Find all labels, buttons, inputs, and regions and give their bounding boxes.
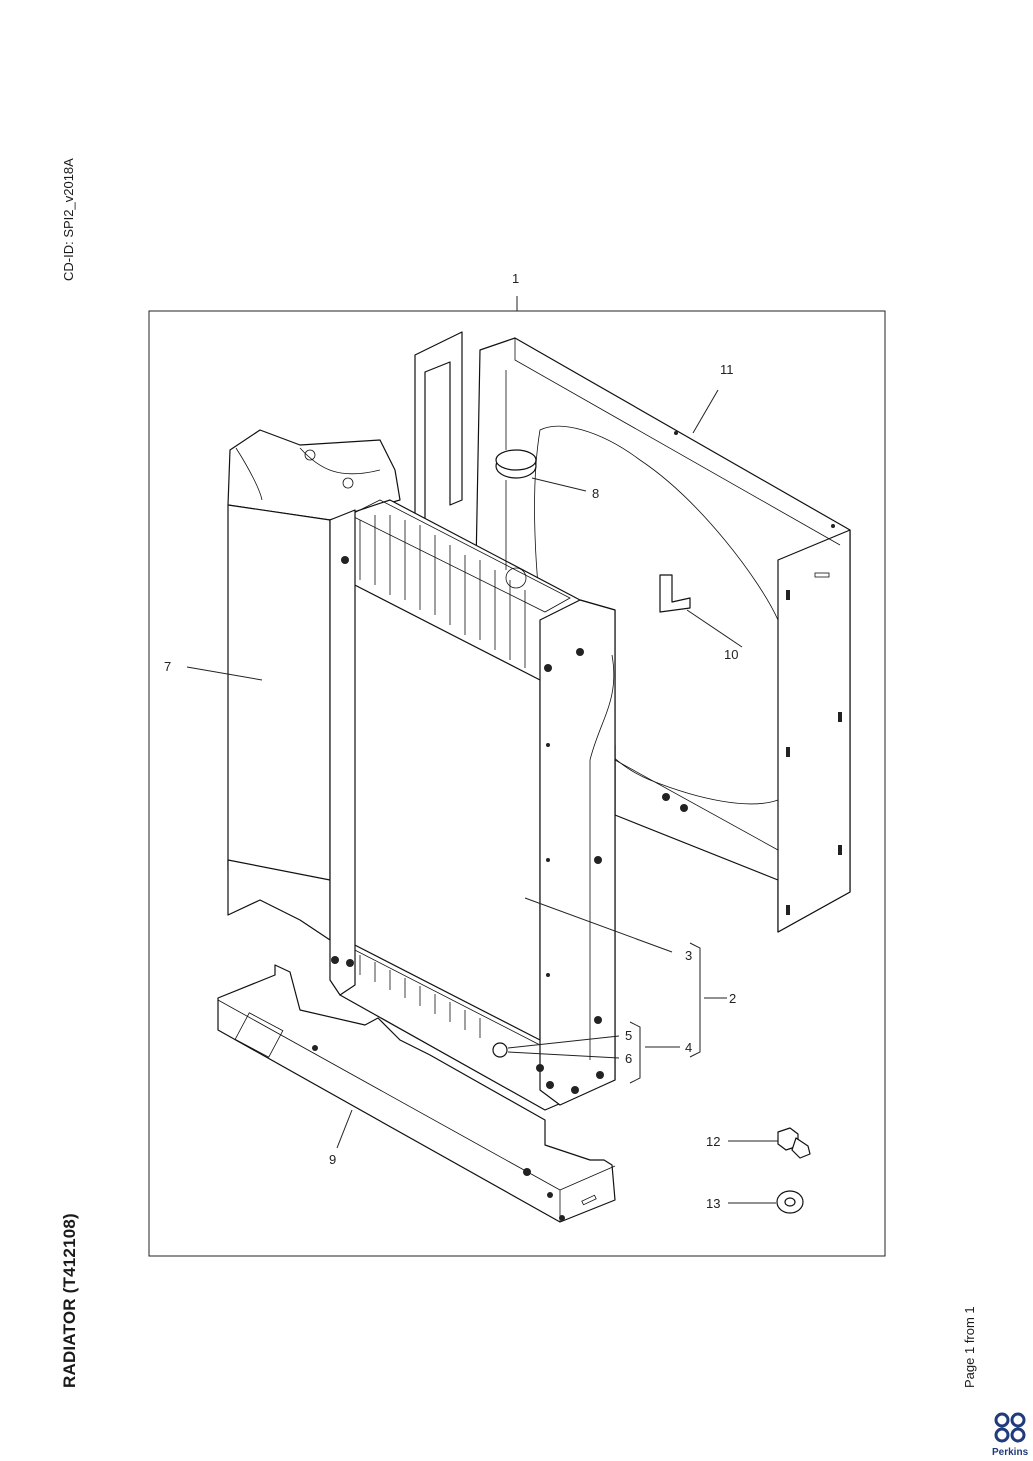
part-bottom-support <box>217 964 616 1223</box>
part-radiator-core <box>329 499 616 1111</box>
brand-name: Perkins <box>992 1447 1029 1458</box>
part-drain-plug <box>492 1042 508 1058</box>
callout-4: 4 <box>685 1040 692 1055</box>
perkins-logo: Perkins <box>992 1412 1029 1458</box>
callout-2: 2 <box>729 991 736 1006</box>
part-side-strip <box>414 331 463 526</box>
callout-5: 5 <box>625 1028 632 1043</box>
callout-12: 12 <box>706 1134 720 1149</box>
callout-7: 7 <box>164 659 171 674</box>
part-bolt <box>777 1127 811 1159</box>
callout-11: 11 <box>720 362 734 377</box>
callout-13: 13 <box>706 1196 720 1211</box>
callout-9: 9 <box>329 1152 336 1167</box>
callout-10: 10 <box>724 647 738 662</box>
callout-1: 1 <box>512 271 519 286</box>
part-radiator-cap <box>495 370 537 570</box>
callout-6: 6 <box>625 1051 632 1066</box>
callout-8: 8 <box>592 486 599 501</box>
leader-lines <box>186 296 778 1204</box>
part-washer <box>776 1190 804 1214</box>
part-charge-air-cooler <box>227 429 401 941</box>
callout-3: 3 <box>685 948 692 963</box>
part-bracket <box>659 574 691 613</box>
